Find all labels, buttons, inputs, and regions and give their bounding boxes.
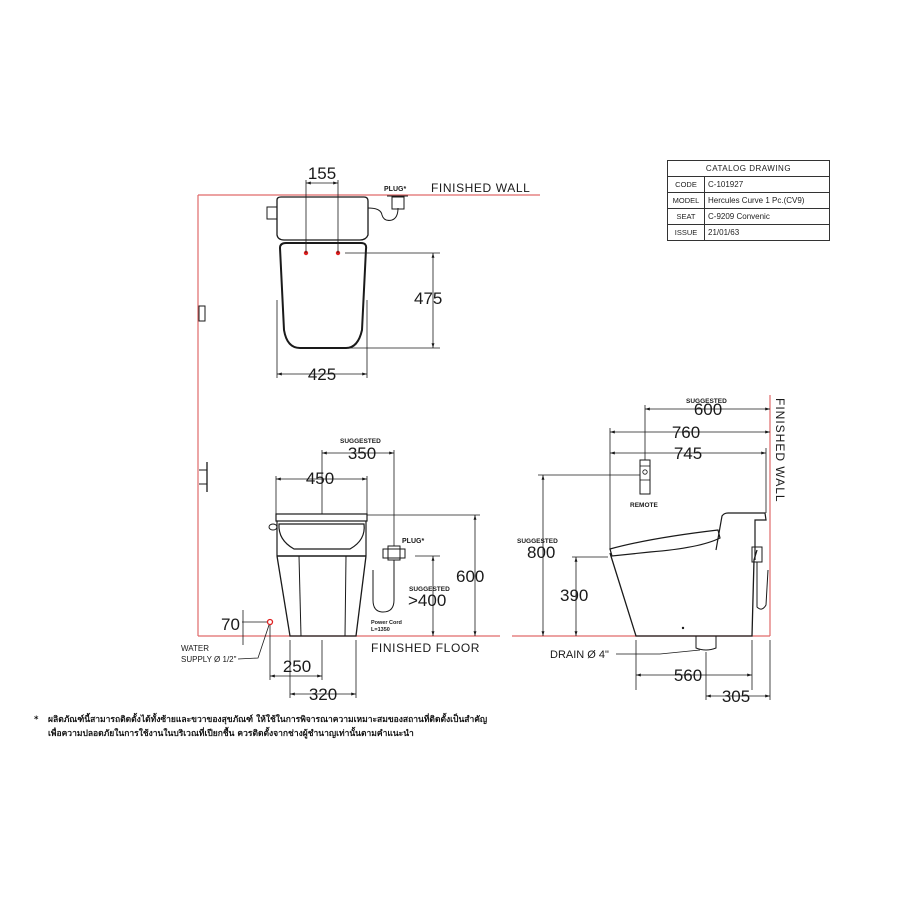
code-value: C-101927: [704, 176, 830, 193]
plug-label-top: PLUG*: [384, 186, 406, 193]
tank-side: [715, 512, 767, 560]
drain-outlet: [695, 636, 717, 651]
dim-bolt-spacing: 155: [308, 164, 336, 183]
dim-base-width: 320: [309, 685, 337, 704]
note-asterisk: *: [34, 715, 39, 725]
dim-base-length: 560: [674, 666, 702, 685]
dim-seat-depth: 475: [414, 289, 442, 308]
plug-icon-top: [391, 196, 405, 210]
power-cord-side: [756, 562, 769, 610]
catalog-title: CATALOG DRAWING: [667, 160, 830, 177]
finished-wall-label-top: FINISHED WALL: [431, 181, 530, 195]
tank-outline-top: [276, 196, 369, 241]
issue-key: ISSUE: [667, 224, 705, 241]
plug-label-front: PLUG*: [402, 538, 424, 545]
dim-supply-height: 70: [221, 615, 240, 634]
code-key: CODE: [667, 176, 705, 193]
issue-value: 21/01/63: [704, 224, 830, 241]
drain-label: DRAIN Ø 4": [550, 649, 609, 661]
dim-plug-offset: 350: [348, 444, 376, 463]
tank-side-button: [266, 206, 278, 220]
dim-height: 600: [456, 567, 484, 586]
remote-control-icon: [639, 459, 651, 495]
dim-remote-from-wall: 600: [694, 400, 722, 419]
dim-total-length: 760: [672, 423, 700, 442]
power-cord-front: [372, 560, 395, 613]
power-cord-label: Power Cord: [371, 620, 402, 626]
suggested-label-plug-offset: SUGGESTED: [340, 438, 381, 445]
model-value: Hercules Curve 1 Pc.(CV9): [704, 192, 830, 209]
seat-front: [278, 523, 365, 550]
dim-rough-in: 305: [722, 687, 750, 706]
seat-side: [609, 529, 721, 557]
finished-floor-label: FINISHED FLOOR: [371, 641, 480, 655]
dim-remote-height: 800: [527, 543, 555, 562]
water-supply-label-2: SUPPLY Ø 1/2": [181, 655, 237, 664]
top-view: PLUG* FINISHED WALL 155 475 425: [197, 164, 540, 636]
dim-seat-height: 390: [560, 586, 588, 605]
dim-width: 425: [308, 365, 336, 384]
note-line-2: เพื่อความปลอดภัยในการใช้งานในบริเวณที่เป…: [48, 729, 414, 739]
water-supply-marker: [266, 618, 274, 626]
plug-cord-top: [367, 207, 399, 221]
dim-plug-height: >400: [408, 591, 446, 610]
bowl-front: [276, 555, 367, 637]
power-cord-length: L=1350: [371, 627, 390, 633]
side-knob-front: [268, 523, 278, 531]
seat-key: SEAT: [667, 208, 705, 225]
side-view: FINISHED WALL REMOTE SUGGESTED 600 760 7…: [512, 395, 787, 706]
dim-supply-offset: 250: [283, 657, 311, 676]
remote-label: REMOTE: [630, 502, 658, 509]
suggested-label-remote-height: SUGGESTED: [517, 538, 558, 545]
finished-wall-label-side: FINISHED WALL: [773, 398, 787, 503]
dim-tank-width: 450: [306, 469, 334, 488]
wall-bracket-top: [198, 305, 206, 322]
model-key: MODEL: [667, 192, 705, 209]
front-view: PLUG* Power Cord L=1350 SUGGESTED 350 45…: [181, 438, 500, 704]
seat-value: C-9209 Convenic: [704, 208, 830, 225]
suggested-label-remote-distance: SUGGESTED: [686, 398, 727, 405]
note-line-1: ผลิตภัณฑ์นี้สามารถติดตั้งได้ทั้งซ้ายและข…: [48, 715, 488, 725]
installation-note: * ผลิตภัณฑ์นี้สามารถติดตั้งได้ทั้งซ้ายแล…: [34, 713, 634, 741]
suggested-label-plug-height: SUGGESTED: [409, 586, 450, 593]
dim-body-length: 745: [674, 444, 702, 463]
bowl-side: [609, 549, 758, 637]
seat-outline-top: [278, 242, 368, 349]
water-supply-label-1: WATER: [181, 644, 209, 653]
tank-lid-front: [275, 513, 368, 522]
